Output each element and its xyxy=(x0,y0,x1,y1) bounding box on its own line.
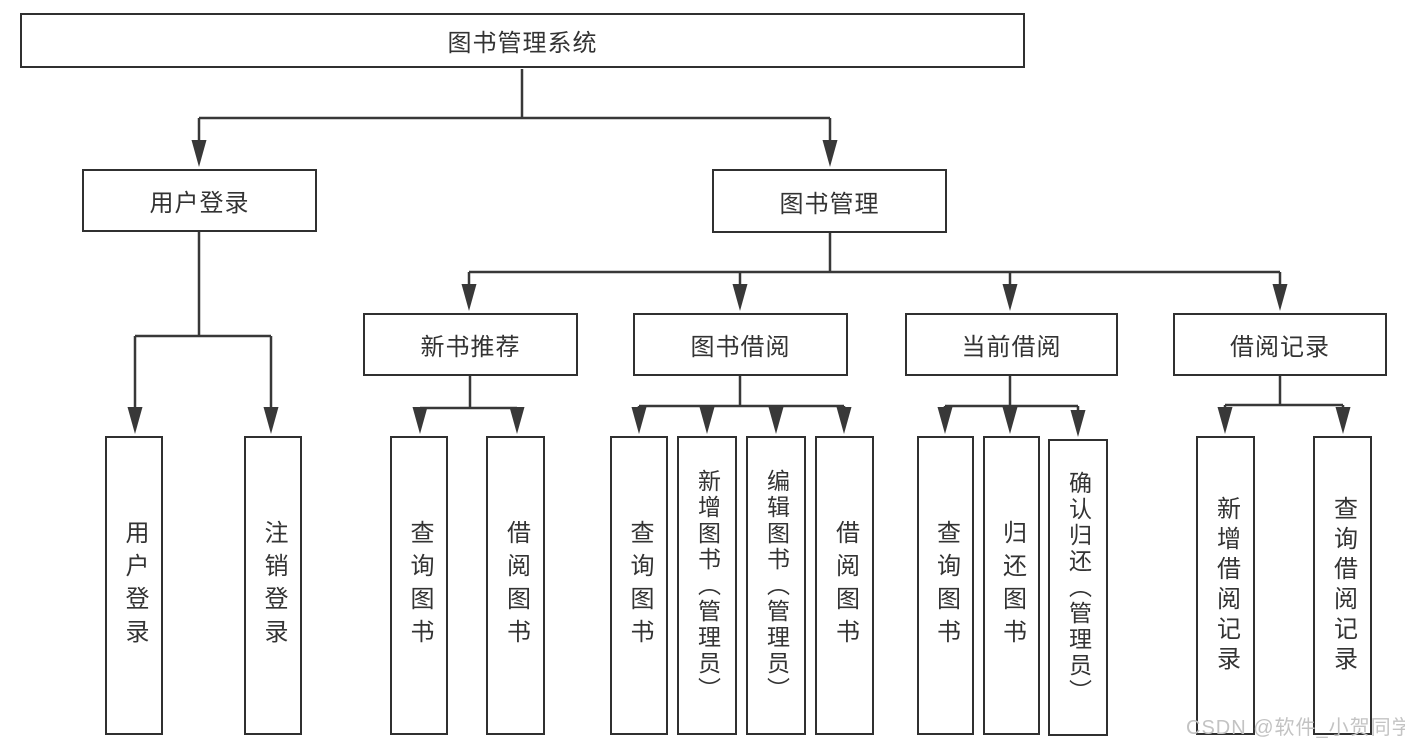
node-book-management: 图书管理 xyxy=(712,169,947,233)
leaf-borrow-books: 借阅图书 xyxy=(815,436,874,735)
leaf-user-login: 用户登录 xyxy=(105,436,163,735)
node-book-borrowing: 图书借阅 xyxy=(633,313,848,376)
node-current-borrowing: 当前借阅 xyxy=(905,313,1118,376)
node-new-book-recommendation: 新书推荐 xyxy=(363,313,578,376)
leaf-edit-books-admin: 编辑图书（管理员） xyxy=(746,436,806,735)
leaf-query-books-current: 查询图书 xyxy=(917,436,974,735)
leaf-query-borrow-record: 查询借阅记录 xyxy=(1313,436,1372,735)
leaf-logout: 注销登录 xyxy=(244,436,302,735)
leaf-confirm-return-admin: 确认归还（管理员） xyxy=(1048,439,1108,736)
node-borrowing-records: 借阅记录 xyxy=(1173,313,1387,376)
node-library-management-system: 图书管理系统 xyxy=(20,13,1025,68)
leaf-return-books: 归还图书 xyxy=(983,436,1040,735)
leaf-add-books-admin: 新增图书（管理员） xyxy=(677,436,737,735)
node-user-login: 用户登录 xyxy=(82,169,317,232)
leaf-query-books-borrow: 查询图书 xyxy=(610,436,668,735)
leaf-query-books-rec: 查询图书 xyxy=(390,436,448,735)
leaf-add-borrow-record: 新增借阅记录 xyxy=(1196,436,1255,735)
arrowheads xyxy=(127,140,1351,437)
leaf-borrow-books-rec: 借阅图书 xyxy=(486,436,545,735)
csdn-watermark: CSDN @软件_小贺同学 xyxy=(1186,717,1405,739)
